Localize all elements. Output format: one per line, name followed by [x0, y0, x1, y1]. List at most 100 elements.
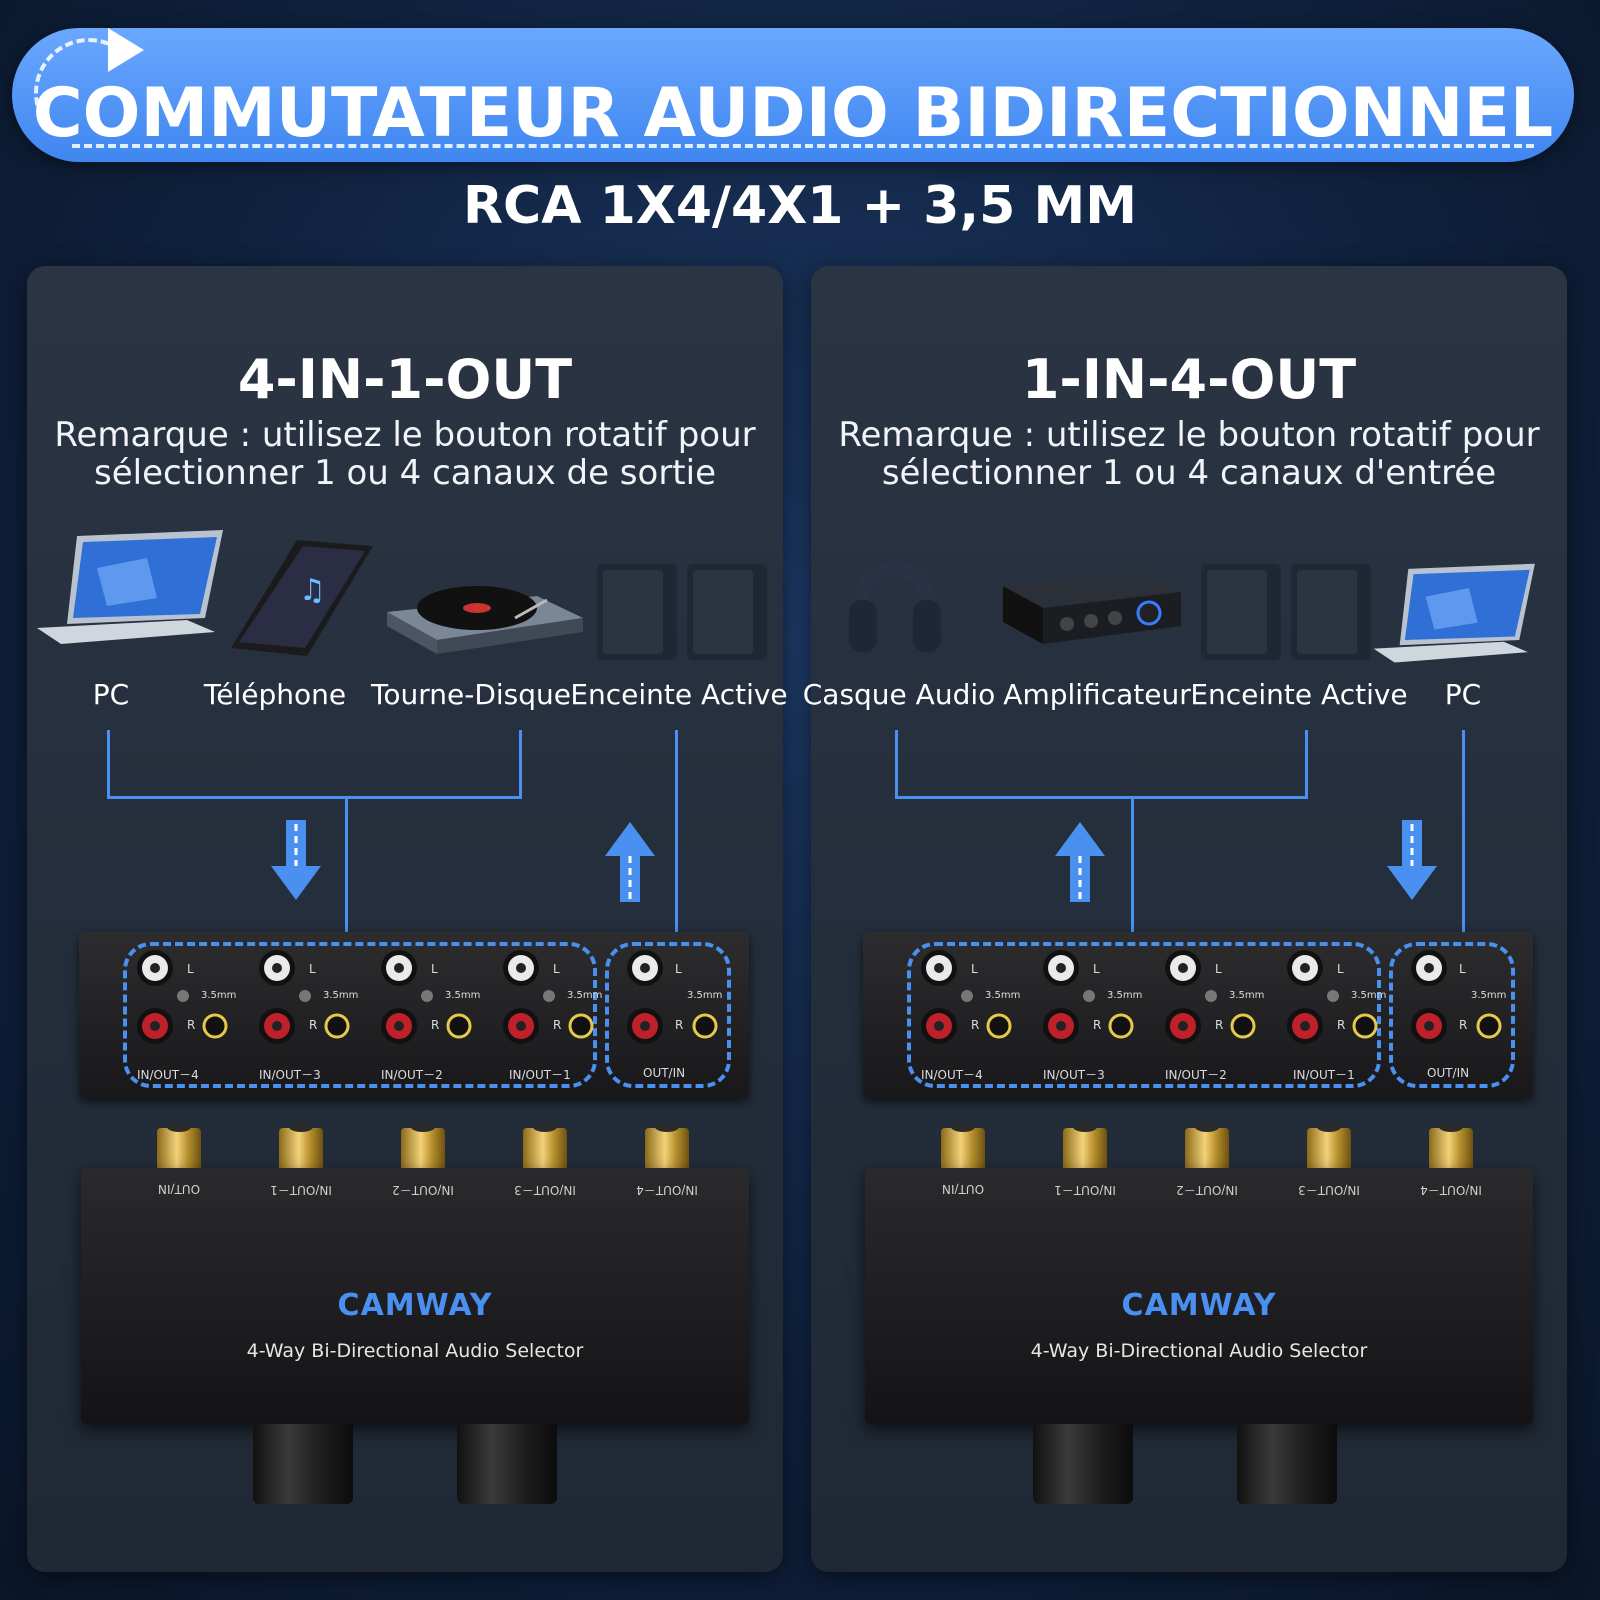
connector-line: [1305, 730, 1308, 798]
jack-group-4: [921, 950, 1012, 1044]
group-label: IN/OUT－2: [381, 1068, 443, 1082]
brand-logo: CAMWAY: [1121, 1288, 1277, 1323]
panel-title: 4-IN-1-OUT: [237, 348, 573, 411]
group-label: IN/OUT－3: [1043, 1068, 1105, 1082]
l-label: L: [309, 962, 316, 976]
port-label: IN/OUT－4: [1420, 1183, 1482, 1197]
gold-rca-port: [279, 1122, 323, 1170]
r-label: R: [971, 1018, 980, 1032]
jack-group-out: [627, 950, 718, 1044]
connector-line: [519, 730, 522, 798]
l-label: L: [1337, 962, 1344, 976]
l-label: L: [675, 962, 682, 976]
gold-rca-port: [941, 1122, 985, 1170]
product-name: 4-Way Bi-Directional Audio Selector: [246, 1340, 584, 1362]
gold-rca-port: [1185, 1122, 1229, 1170]
group-label: IN/OUT－1: [1293, 1068, 1355, 1082]
l-label: L: [1459, 962, 1466, 976]
mm-label: 3.5mm: [445, 990, 481, 1001]
r-label: R: [553, 1018, 562, 1032]
speakers-icon: [1201, 564, 1371, 660]
panel-1-in-4-out: 1-IN-4-OUT Remarque : utilisez le bouton…: [803, 266, 1567, 1572]
jack-group-1: [1287, 950, 1378, 1044]
rca-jacks: [137, 950, 718, 1044]
rca-jacks: [921, 950, 1502, 1044]
headphones-icon: [849, 561, 941, 652]
port-label: IN/OUT－1: [1054, 1183, 1116, 1197]
banner-title: COMMUTATEUR AUDIO BIDIRECTIONNEL: [32, 74, 1554, 153]
panel-note-line-1: Remarque : utilisez le bouton rotatif po…: [838, 415, 1540, 455]
rotary-knob: [253, 1424, 353, 1504]
port-label: IN/OUT－3: [1298, 1183, 1360, 1197]
amplifier-icon: [1003, 572, 1181, 644]
mm-label: 3.5mm: [1351, 990, 1387, 1001]
port-label: IN/OUT－4: [636, 1183, 698, 1197]
l-label: L: [553, 962, 560, 976]
mm-label: 3.5mm: [687, 990, 723, 1001]
mm-label: 3.5mm: [985, 990, 1021, 1001]
gold-rca-port: [1063, 1122, 1107, 1170]
audio-selector-device: OUT/IN IN/OUT－1 IN/OUT－2 IN/OUT－3 IN/OUT…: [81, 1168, 749, 1424]
port-label: IN/OUT－3: [514, 1183, 576, 1197]
device-label: Tourne-Disque: [371, 678, 571, 711]
jack-group-2: [1165, 950, 1256, 1044]
laptop-icon: [1373, 563, 1535, 663]
laptop-icon: [37, 530, 223, 644]
mm-label: 3.5mm: [323, 990, 359, 1001]
audio-selector-device: OUT/IN IN/OUT－1 IN/OUT－2 IN/OUT－3 IN/OUT…: [865, 1168, 1533, 1424]
gold-rca-port: [645, 1122, 689, 1170]
group-label: IN/OUT－2: [1165, 1068, 1227, 1082]
turntable-icon: [387, 586, 583, 654]
jack-group-4: [137, 950, 228, 1044]
port-label: IN/OUT－2: [392, 1183, 454, 1197]
group-label: OUT/IN: [643, 1066, 686, 1080]
group-label: IN/OUT－4: [921, 1068, 983, 1082]
rotary-knob: [457, 1424, 557, 1504]
panel-note-line-2: sélectionner 1 ou 4 canaux d'entrée: [881, 453, 1497, 493]
port-label: IN/OUT－1: [270, 1183, 332, 1197]
l-label: L: [187, 962, 194, 976]
speakers-icon: [597, 564, 767, 660]
group-label: IN/OUT－3: [259, 1068, 321, 1082]
panel-note: Remarque : utilisez le bouton rotatif po…: [821, 416, 1557, 492]
port-label: IN/OUT－2: [1176, 1183, 1238, 1197]
panel-4-in-1-out: 4-IN-1-OUT Remarque : utilisez le bouton…: [27, 266, 788, 1572]
connector-line: [895, 730, 898, 798]
r-label: R: [1215, 1018, 1224, 1032]
group-label: IN/OUT－4: [137, 1068, 199, 1082]
device-label: Casque Audio: [802, 678, 996, 711]
mm-label: 3.5mm: [567, 990, 603, 1001]
panel-title: 1-IN-4-OUT: [1021, 348, 1357, 411]
output-group-outline: [605, 942, 731, 1088]
mm-label: 3.5mm: [1229, 990, 1265, 1001]
group-label: IN/OUT－1: [509, 1068, 571, 1082]
l-label: L: [431, 962, 438, 976]
rear-jack-panel: L L L L L R R R R R 3.5mm 3.5mm 3.5mm 3.…: [79, 932, 749, 1098]
arrow-up-icon: [1055, 822, 1105, 902]
circular-arrow-icon: [34, 38, 144, 148]
gold-rca-port: [157, 1122, 201, 1170]
l-label: L: [1215, 962, 1222, 976]
mm-label: 3.5mm: [201, 990, 237, 1001]
connector-line: [1462, 730, 1465, 936]
connector-line: [345, 796, 348, 936]
r-label: R: [675, 1018, 684, 1032]
gold-rca-port: [1307, 1122, 1351, 1170]
panel-note-line-2: sélectionner 1 ou 4 canaux de sortie: [94, 453, 716, 493]
r-label: R: [1093, 1018, 1102, 1032]
mm-label: 3.5mm: [1471, 990, 1507, 1001]
device-label: PC: [92, 678, 130, 711]
r-label: R: [1337, 1018, 1346, 1032]
rotary-knob: [1237, 1424, 1337, 1504]
r-label: R: [309, 1018, 318, 1032]
banner-dashed-line: [72, 144, 1534, 148]
device-label: Amplificateur: [1003, 678, 1191, 711]
jack-group-1: [503, 950, 594, 1044]
l-label: L: [971, 962, 978, 976]
product-name: 4-Way Bi-Directional Audio Selector: [1030, 1340, 1368, 1362]
jack-group-out: [1411, 950, 1502, 1044]
gold-rca-port: [401, 1122, 445, 1170]
device-label: Téléphone: [203, 678, 347, 711]
input-group-outline: [123, 942, 597, 1088]
r-label: R: [431, 1018, 440, 1032]
